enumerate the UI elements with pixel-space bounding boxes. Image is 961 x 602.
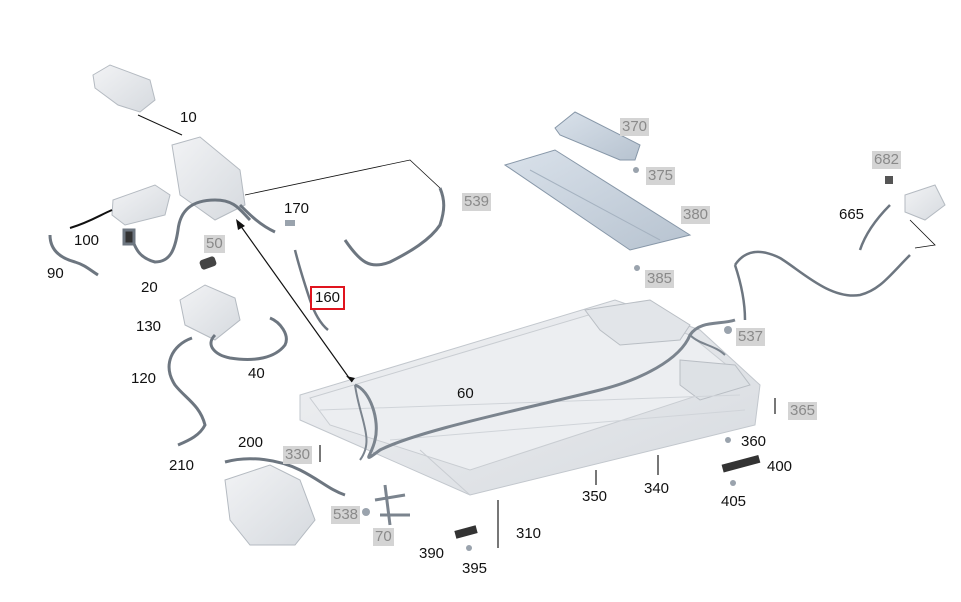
label-part-380[interactable]: 380 [681,206,711,224]
part-405-nut [730,480,736,486]
part-100-box [69,184,171,229]
cable-20 [122,198,252,264]
label-part-160-selected[interactable]: 160 [310,286,346,310]
part-538-grommet [362,508,370,516]
part-395-nut [466,545,472,551]
cable-200 [224,457,346,497]
label-part-385[interactable]: 385 [645,270,675,288]
label-part-360[interactable]: 360 [741,433,767,450]
part-682-unit [885,176,946,221]
label-part-665[interactable]: 665 [839,206,865,223]
label-part-539[interactable]: 539 [462,193,492,211]
part-390-clip [454,525,478,539]
label-part-130[interactable]: 130 [136,318,162,335]
part-10-module [92,64,183,136]
label-part-40[interactable]: 40 [248,365,265,382]
label-part-405[interactable]: 405 [721,493,747,510]
label-part-200[interactable]: 200 [238,434,264,451]
label-part-395[interactable]: 395 [462,560,488,577]
label-part-340[interactable]: 340 [644,480,670,497]
label-part-20[interactable]: 20 [141,279,158,296]
part-380-cover [503,149,692,251]
cable-665 [733,204,936,321]
label-part-537[interactable]: 537 [736,328,766,346]
label-part-70[interactable]: 70 [373,528,394,546]
label-part-390[interactable]: 390 [419,545,445,562]
label-part-10[interactable]: 10 [180,109,197,126]
part-375-screw [633,167,639,173]
label-part-50[interactable]: 50 [204,235,225,253]
part-370-bracket [554,111,641,161]
part-400-bar [721,454,761,473]
part-537-grommet [724,326,732,334]
label-part-170[interactable]: 170 [284,200,310,217]
part-170-clip [285,220,295,226]
part-50-grommet [199,256,217,270]
part-360-nut [725,437,731,443]
cable-40 [209,316,288,361]
label-part-682[interactable]: 682 [872,151,902,169]
cable-90 [48,234,99,277]
battery-pack [299,299,761,496]
label-part-330[interactable]: 330 [283,446,313,464]
part-control-unit-housing [171,136,246,221]
cable-120 [167,336,207,447]
label-part-370[interactable]: 370 [620,118,650,136]
part-385-screw [634,265,640,271]
cable-539 [244,159,446,267]
label-part-375[interactable]: 375 [646,167,676,185]
label-part-100[interactable]: 100 [74,232,100,249]
label-part-400[interactable]: 400 [767,458,793,475]
label-part-365[interactable]: 365 [788,402,818,420]
part-drive-unit [224,464,316,546]
label-part-120[interactable]: 120 [131,370,157,387]
leader-arrow [236,219,355,383]
label-part-60[interactable]: 60 [457,385,474,402]
cable-harness-60 [354,318,736,461]
label-part-350[interactable]: 350 [582,488,608,505]
label-part-310[interactable]: 310 [516,525,542,542]
part-130-unit [179,284,241,341]
part-70-bracket [374,484,410,526]
label-part-210[interactable]: 210 [169,457,195,474]
label-part-538[interactable]: 538 [331,506,361,524]
cable-housing [238,203,276,234]
label-part-90[interactable]: 90 [47,265,64,282]
